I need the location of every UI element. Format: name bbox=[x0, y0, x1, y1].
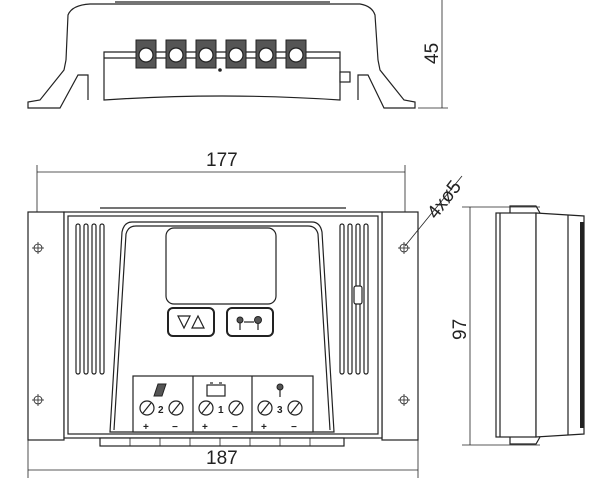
minus-label: − bbox=[232, 422, 238, 433]
vent-slots bbox=[75, 223, 369, 375]
bottom-tabs bbox=[99, 437, 345, 447]
load-toggle-button[interactable] bbox=[226, 307, 274, 337]
solar-panel-icon bbox=[153, 383, 167, 397]
dim-holes: 4xø5 bbox=[423, 177, 466, 223]
plus-label: + bbox=[261, 422, 267, 433]
screw-terminals bbox=[139, 400, 303, 416]
terminal-block bbox=[132, 375, 314, 433]
dim-177: 177 bbox=[206, 150, 238, 171]
front-view bbox=[27, 165, 463, 478]
minus-label: − bbox=[291, 422, 297, 433]
lamp-icon bbox=[276, 383, 284, 397]
usb-port bbox=[353, 285, 363, 305]
dim-97: 97 bbox=[450, 319, 471, 340]
top-view bbox=[27, 0, 448, 109]
terminal-number: 3 bbox=[277, 405, 283, 416]
dim-187: 187 bbox=[206, 448, 238, 469]
minus-label: − bbox=[172, 422, 178, 433]
down-up-button[interactable] bbox=[167, 307, 215, 337]
top-terminals bbox=[135, 39, 307, 72]
side-view bbox=[462, 205, 585, 446]
plus-label: + bbox=[143, 422, 149, 433]
terminal-number: 1 bbox=[218, 405, 224, 416]
plus-label: + bbox=[202, 422, 208, 433]
display bbox=[165, 227, 277, 305]
battery-icon bbox=[206, 382, 226, 397]
dim-45: 45 bbox=[422, 43, 443, 64]
terminal-number: 2 bbox=[158, 405, 164, 416]
mounting-holes bbox=[32, 242, 410, 406]
